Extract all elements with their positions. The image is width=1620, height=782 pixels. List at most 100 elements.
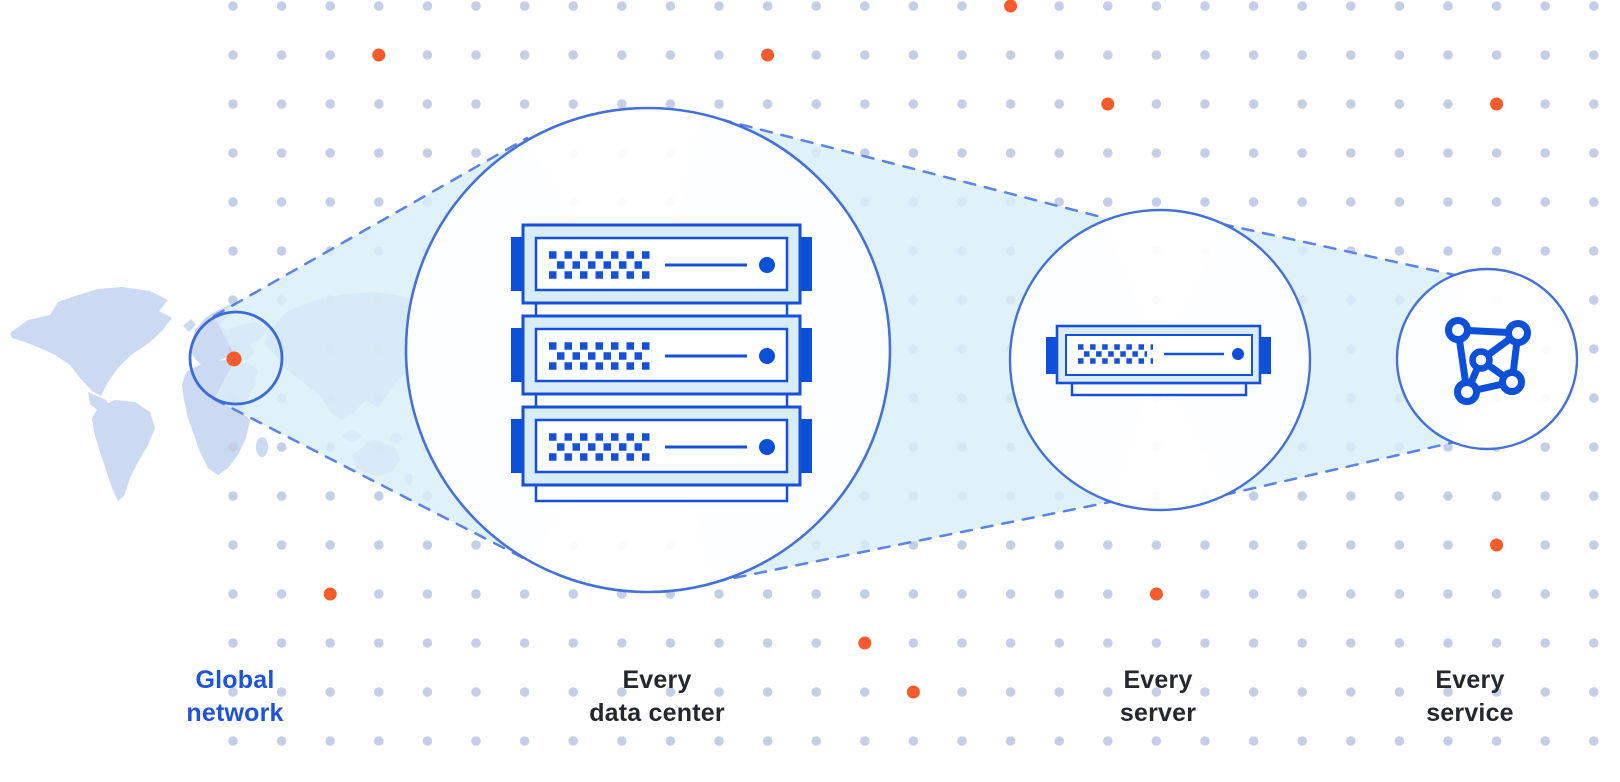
grid-dot — [1443, 246, 1453, 256]
grid-dot — [422, 736, 433, 746]
label-line: service — [1426, 699, 1514, 727]
grid-dot — [325, 50, 336, 60]
grid-dot — [1297, 589, 1307, 599]
grid-dot — [228, 540, 238, 550]
grid-dot — [519, 687, 530, 697]
grid-dot — [325, 99, 336, 109]
grid-dot — [228, 197, 238, 207]
grid-dot — [228, 491, 238, 501]
grid-dot — [860, 687, 870, 697]
grid-dot — [1005, 638, 1016, 648]
grid-dot — [374, 148, 384, 158]
grid-dot — [1394, 148, 1405, 158]
grid-dot — [276, 442, 287, 452]
grid-dot — [568, 638, 578, 648]
grid-dot — [1394, 99, 1405, 109]
grid-dot — [1248, 540, 1259, 550]
grid-dot — [1346, 1, 1356, 11]
grid-dot — [1054, 687, 1064, 697]
grid-dot — [957, 99, 967, 109]
grid-dot — [1589, 393, 1599, 403]
mesh-node — [1445, 317, 1471, 343]
grid-dot — [908, 638, 919, 648]
grid-dot — [762, 638, 773, 648]
grid-dot — [1394, 246, 1405, 256]
grid-dot — [1297, 99, 1307, 109]
accent-dot — [1101, 97, 1115, 111]
grid-dot — [276, 50, 287, 60]
grid-dot — [568, 687, 578, 697]
grid-dot — [1054, 540, 1064, 550]
grid-dot — [1491, 687, 1502, 697]
accent-dot — [323, 587, 337, 601]
grid-dot — [374, 687, 384, 697]
label-line: Every — [1435, 666, 1505, 694]
grid-dot — [422, 1, 433, 11]
grid-dot — [1346, 540, 1356, 550]
grid-dot — [1200, 638, 1210, 648]
grid-dot — [276, 589, 287, 599]
south-america — [92, 400, 155, 501]
grid-dot — [228, 442, 238, 452]
grid-dot — [762, 687, 773, 697]
grid-dot — [860, 99, 870, 109]
grid-dot — [276, 736, 287, 746]
grid-dot — [1005, 99, 1016, 109]
grid-dot — [1394, 687, 1405, 697]
grid-dot — [1054, 148, 1064, 158]
grid-dot — [1054, 99, 1064, 109]
grid-dot — [1346, 736, 1356, 746]
grid-dot — [422, 148, 433, 158]
label-every-server: Every server — [1120, 664, 1196, 730]
grid-dot — [1589, 1, 1599, 11]
grid-dot — [665, 99, 676, 109]
grid-dot — [957, 736, 967, 746]
grid-dot — [1589, 491, 1599, 501]
grid-dot — [374, 638, 384, 648]
grid-dot — [1103, 736, 1113, 746]
grid-dot — [1103, 638, 1113, 648]
accent-dot — [1490, 97, 1504, 111]
grid-dot — [860, 736, 870, 746]
label-line: network — [186, 699, 284, 727]
grid-dot — [519, 50, 530, 60]
grid-dot — [228, 1, 238, 11]
grid-dot — [1394, 197, 1405, 207]
grid-dot — [1103, 687, 1113, 697]
grid-dot — [325, 1, 336, 11]
grid-dot — [1540, 246, 1550, 256]
grid-dot — [714, 687, 724, 697]
grid-dot — [1248, 687, 1259, 697]
grid-dot — [1540, 589, 1550, 599]
grid-dot — [228, 50, 238, 60]
grid-dot — [1248, 491, 1259, 501]
accent-dot — [372, 48, 386, 62]
grid-dot — [1443, 197, 1453, 207]
grid-dot — [374, 491, 384, 501]
grid-dot — [325, 197, 336, 207]
grid-dot — [1540, 638, 1550, 648]
mesh-node — [1499, 369, 1525, 395]
grid-dot — [714, 50, 724, 60]
grid-dot — [471, 99, 481, 109]
label-line: Every — [1123, 666, 1193, 694]
grid-dot — [1248, 736, 1259, 746]
accent-dot — [1149, 587, 1163, 601]
grid-dot — [1443, 491, 1453, 501]
grid-dot — [325, 491, 336, 501]
grid-dot — [1589, 246, 1599, 256]
dashed-line — [1222, 440, 1457, 497]
grid-dot — [860, 50, 870, 60]
grid-dot — [1589, 736, 1599, 746]
accent-dot — [906, 685, 920, 699]
grid-dot — [1491, 638, 1502, 648]
grid-dot — [617, 638, 627, 648]
grid-dot — [1443, 638, 1453, 648]
accent-dot — [858, 636, 872, 650]
grid-dot — [762, 589, 773, 599]
mesh-node-center — [1469, 348, 1493, 372]
grid-dot — [374, 589, 384, 599]
grid-dot — [908, 50, 919, 60]
grid-dot — [1443, 687, 1453, 697]
grid-dot — [665, 736, 676, 746]
